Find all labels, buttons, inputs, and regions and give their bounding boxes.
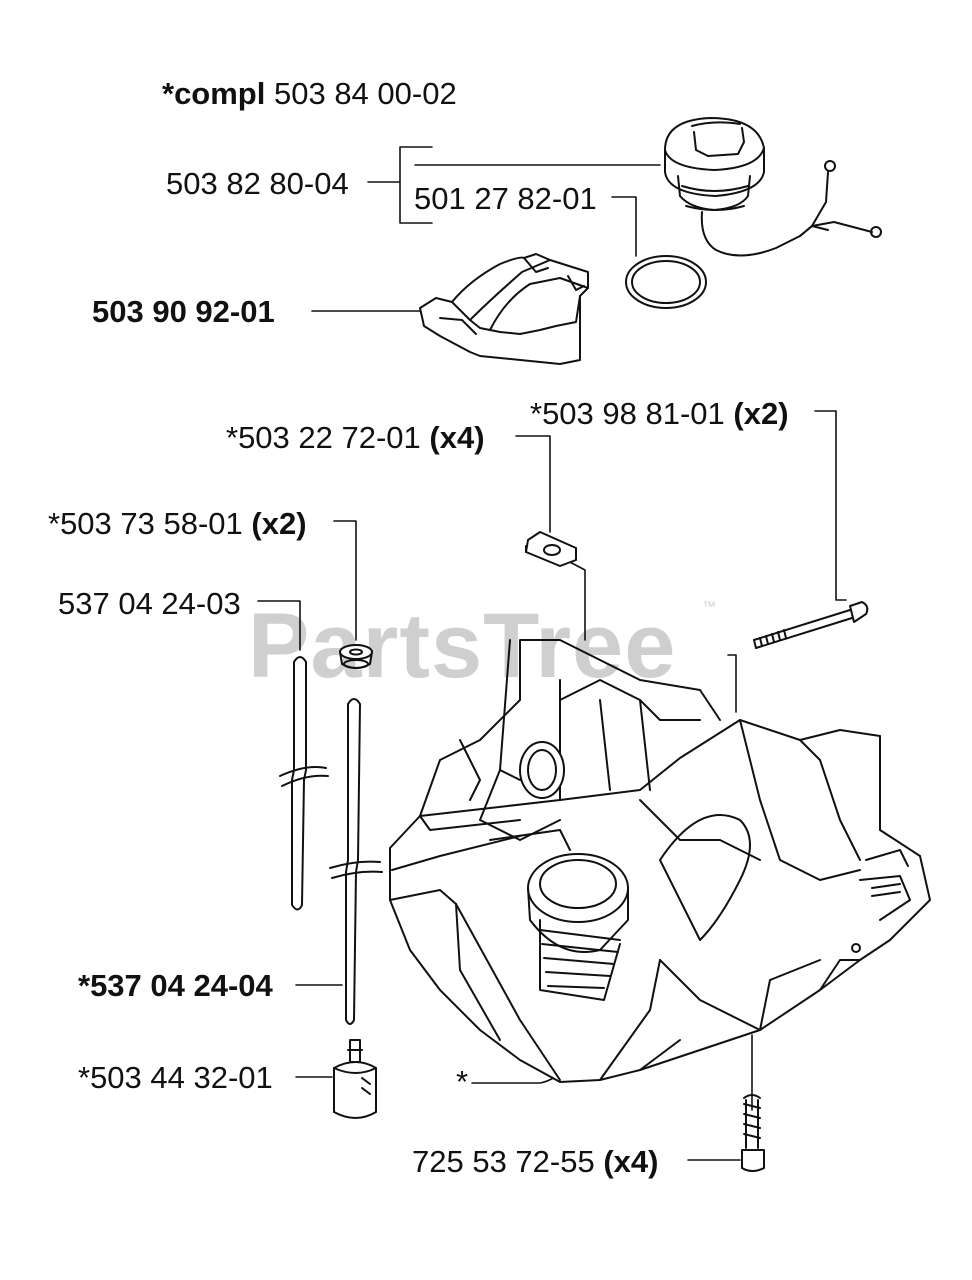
leader-bolt-long xyxy=(814,410,847,601)
label-compl: *compl 503 84 00-02 xyxy=(162,78,457,109)
label-bolt-long: *503 98 81-01 (x2) xyxy=(530,398,789,429)
hose-2-drawing xyxy=(329,698,383,1025)
label-compl-number: 503 84 00-02 xyxy=(273,76,457,111)
label-bolt-long-qty: (x2) xyxy=(733,396,789,431)
label-screw-qty: (x4) xyxy=(603,1144,659,1179)
label-grommet-qty: (x2) xyxy=(251,506,307,541)
label-clip: *503 22 72-01 (x4) xyxy=(226,422,485,453)
fuel-tank-drawing xyxy=(389,639,931,1083)
label-grommet-number: *503 73 58-01 xyxy=(48,506,243,541)
label-hose-1: 537 04 24-03 xyxy=(58,586,241,621)
label-screw: 725 53 72-55 (x4) xyxy=(412,1146,658,1177)
clip-drawing xyxy=(525,531,577,567)
screw-drawing xyxy=(741,1094,765,1172)
grommet-drawing xyxy=(339,644,373,669)
long-bolt-drawing xyxy=(753,601,869,649)
leader-lines xyxy=(257,146,847,1161)
label-grommet: *503 73 58-01 (x2) xyxy=(48,508,307,539)
label-clip-qty: (x4) xyxy=(429,420,485,455)
heat-shield-drawing xyxy=(419,253,589,365)
watermark: PartsTree xyxy=(248,595,677,697)
leader-grommet xyxy=(333,520,357,641)
leader-hose-1 xyxy=(257,600,301,651)
label-cap-assembly: 503 82 80-04 xyxy=(166,166,349,201)
leader-cap-assembly xyxy=(367,146,661,224)
label-tank: * xyxy=(456,1064,469,1099)
label-heat-shield: 503 90 92-01 xyxy=(92,294,275,329)
label-compl-prefix: *compl xyxy=(162,76,266,111)
leader-clip xyxy=(515,435,551,533)
fuel-cap-drawing xyxy=(664,117,882,257)
leader-o-ring xyxy=(611,196,637,257)
fuel-filter-drawing xyxy=(333,1039,377,1119)
hose-1-drawing xyxy=(279,656,329,911)
label-bolt-long-number: *503 98 81-01 xyxy=(530,396,725,431)
label-clip-number: *503 22 72-01 xyxy=(226,420,421,455)
label-filter: *503 44 32-01 xyxy=(78,1060,273,1095)
watermark-trademark: ™ xyxy=(702,598,716,614)
o-ring-drawing xyxy=(625,255,707,309)
label-hose-2: *537 04 24-04 xyxy=(78,968,273,1003)
leader-clip-to-tank xyxy=(565,559,586,641)
label-o-ring: 501 27 82-01 xyxy=(414,181,597,216)
leader-bolt-to-tank xyxy=(727,654,737,713)
label-screw-number: 725 53 72-55 xyxy=(412,1144,595,1179)
